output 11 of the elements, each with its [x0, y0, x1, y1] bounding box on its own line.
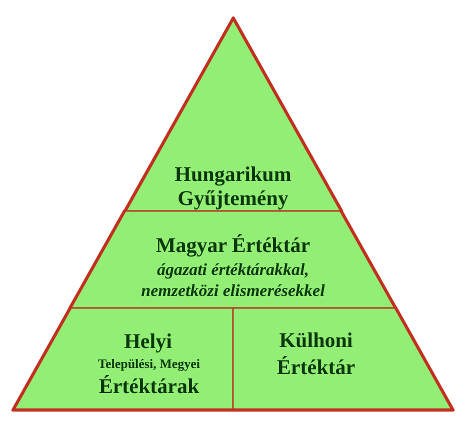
pyramid-top-tier [122, 16, 344, 213]
tier-title: Magyar Értéktár [156, 233, 310, 257]
tier-subtitle: ágazati értéktárakkal, nemzetközi elismerésekkel [140, 259, 326, 301]
tier-subtitle: Települési, Megyei [98, 356, 200, 372]
pyramid-middle-tier [68, 209, 398, 310]
pyramid-bottom-right-tier [231, 306, 455, 412]
tier-title: Hungarikum Gyűjtemény [174, 162, 292, 210]
tier-title: Helyi [124, 329, 172, 353]
pyramid-bottom-left-tier [11, 306, 235, 412]
tier-title: Külhoni Értéktár [276, 327, 356, 381]
tier-title: Értéktárak [98, 374, 200, 398]
